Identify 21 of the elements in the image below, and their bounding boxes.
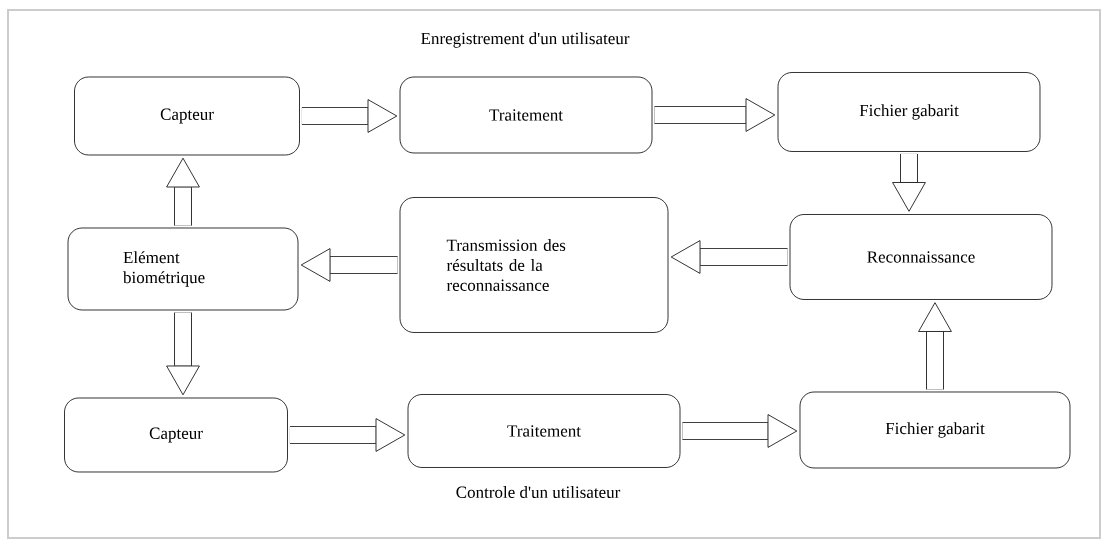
process-box: Elément biométrique <box>67 227 299 311</box>
block-arrow <box>682 414 798 448</box>
block-arrow <box>300 248 398 282</box>
block-arrow <box>289 418 406 452</box>
block-arrow <box>166 312 200 396</box>
process-box: Capteur <box>74 76 300 156</box>
block-arrow <box>166 157 200 226</box>
block-arrow <box>892 153 926 212</box>
process-box: Transmission des résultats de la reconnaissance <box>399 197 669 333</box>
process-box: Capteur <box>64 397 288 473</box>
block-arrow <box>654 98 776 132</box>
block-arrow <box>670 240 788 274</box>
block-arrow <box>301 99 398 133</box>
process-box: Fichier gabarit <box>799 391 1071 469</box>
process-box: Fichier gabarit <box>777 72 1041 152</box>
process-box: Traitement <box>407 394 681 468</box>
process-box: Reconnaissance <box>789 214 1053 300</box>
process-box: Traitement <box>399 76 653 154</box>
heading: Enregistrement d'un utilisateur <box>421 32 630 48</box>
heading: Controle d'un utilisateur <box>456 486 621 498</box>
block-arrow <box>918 302 952 390</box>
